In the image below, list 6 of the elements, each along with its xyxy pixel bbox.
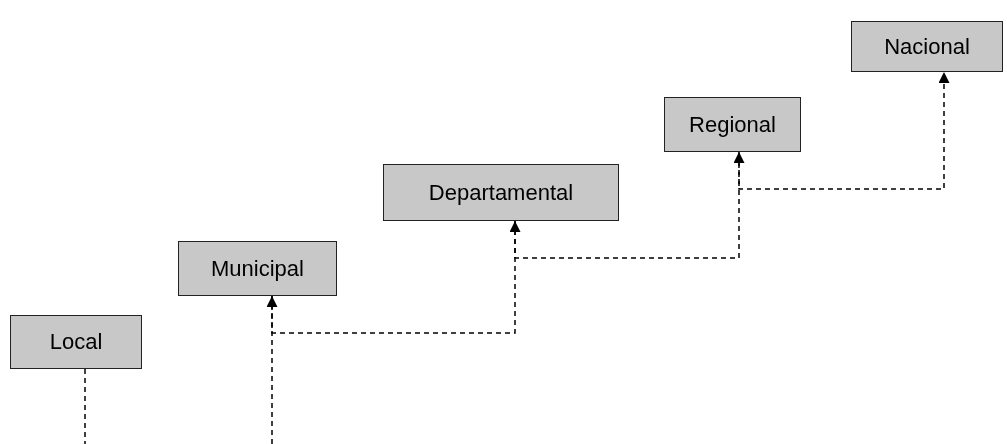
level-box: Departamental <box>383 164 619 221</box>
level-box: Nacional <box>851 21 1003 72</box>
dashed-arrow <box>738 71 950 190</box>
level-box: Regional <box>664 97 801 152</box>
level-box: Local <box>10 315 142 369</box>
level-box: Municipal <box>178 241 337 296</box>
